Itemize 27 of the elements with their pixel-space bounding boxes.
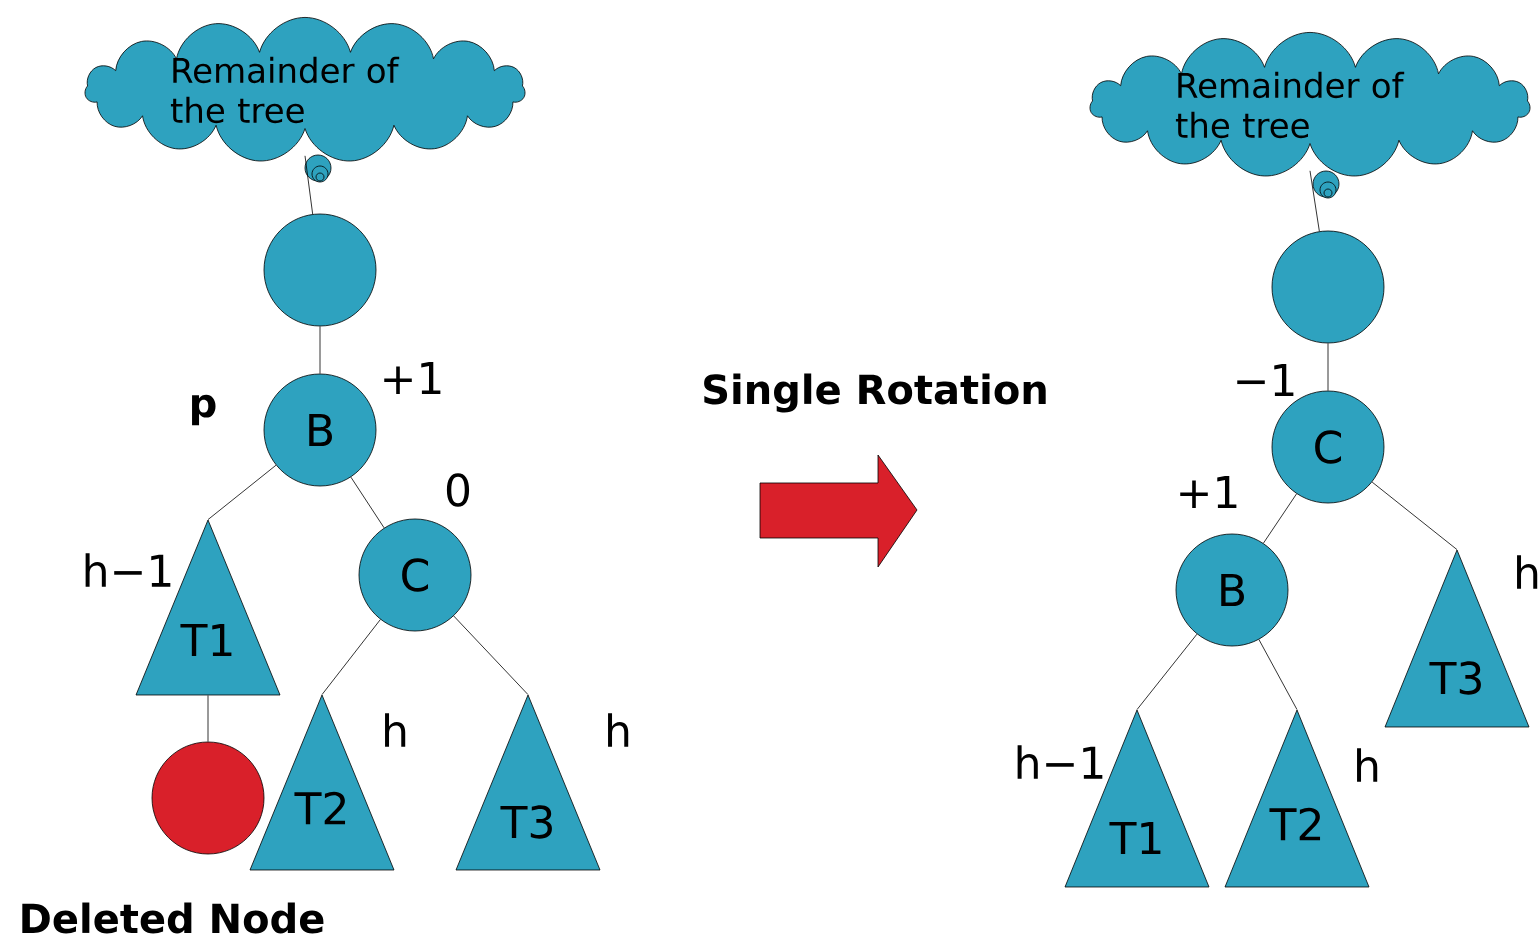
rotation-label: Single Rotation — [704, 373, 1046, 413]
tree-edge — [207, 695, 209, 742]
tree-node-circle — [1271, 230, 1385, 344]
balance-label: h−1 — [1017, 745, 1103, 779]
balance-label: +1 — [1180, 475, 1237, 509]
balance-label: 0 — [446, 473, 470, 507]
tree-node-circle — [263, 213, 377, 327]
tree-edge — [453, 615, 529, 695]
tree-edge — [350, 476, 385, 529]
node-caption: p — [192, 394, 216, 426]
tree-edge — [1263, 493, 1297, 544]
balance-label: h — [608, 713, 629, 747]
tree-edge — [1309, 170, 1320, 232]
tree-edge — [1371, 481, 1458, 550]
tree-edge — [1258, 639, 1298, 710]
subtree-triangle: T3 — [455, 694, 601, 871]
tree-edge — [321, 619, 381, 695]
tree-edge — [1136, 633, 1198, 710]
balance-label: +1 — [384, 361, 441, 395]
balance-label: h — [1357, 748, 1378, 782]
tree-edge — [319, 326, 321, 374]
node-caption: Deleted Node — [22, 902, 324, 934]
tree-edge — [207, 464, 277, 520]
tree-edge — [1327, 343, 1329, 391]
tree-edge — [304, 155, 314, 215]
balance-label: h — [1517, 555, 1538, 589]
balance-label: h−1 — [85, 553, 171, 587]
